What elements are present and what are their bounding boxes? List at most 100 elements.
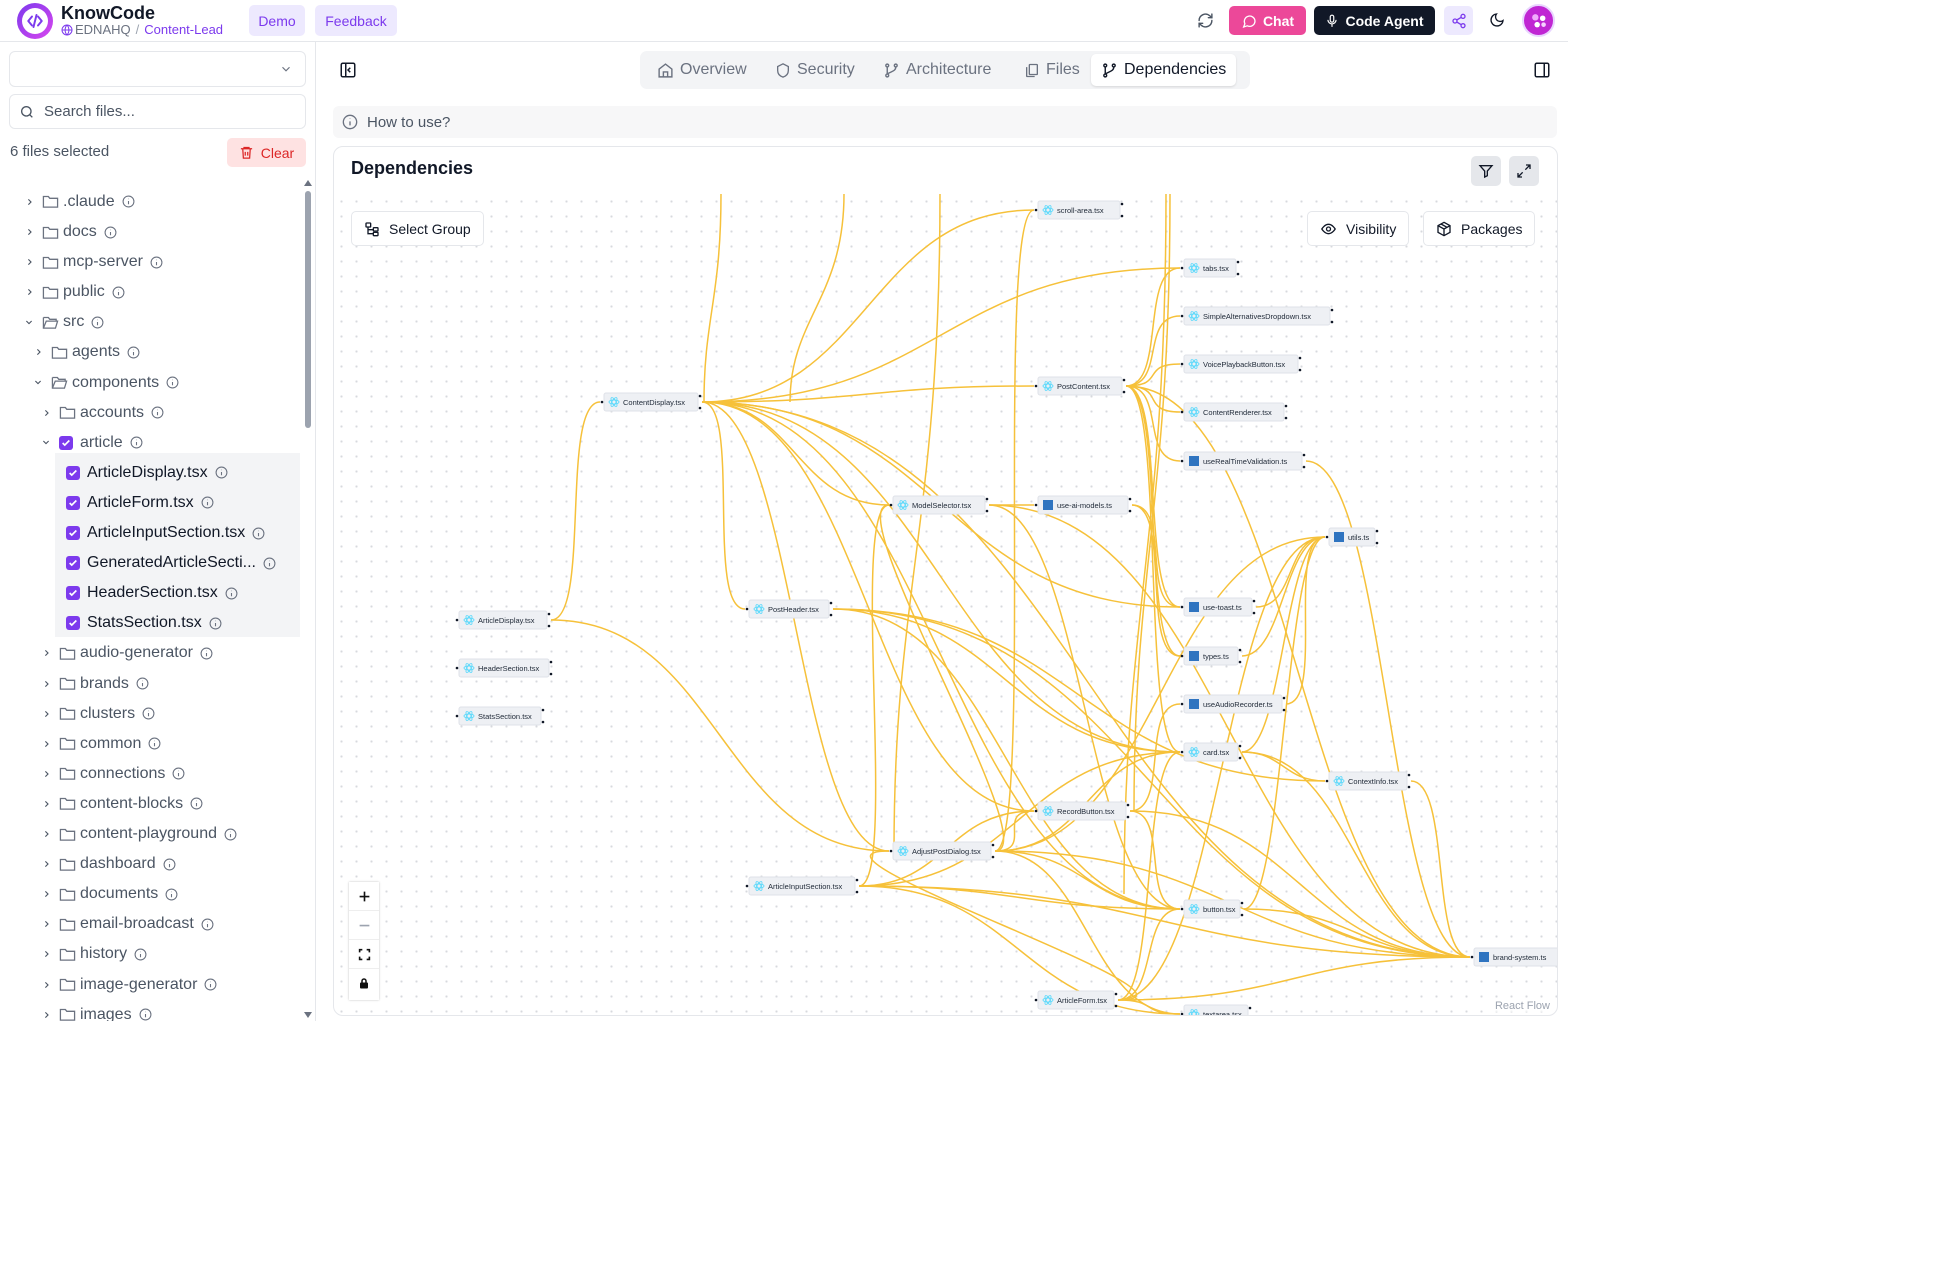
graph-node-card[interactable]: card.tsx <box>1180 742 1242 762</box>
graph-node-useaudiorec[interactable]: useAudioRecorder.ts <box>1180 694 1286 714</box>
node-handle[interactable] <box>1180 654 1184 658</box>
user-avatar[interactable] <box>1522 4 1555 37</box>
file-item-articledisplay-tsx[interactable]: ArticleDisplay.tsx <box>66 460 228 486</box>
chevron-right-icon[interactable] <box>39 949 53 959</box>
info-icon[interactable] <box>204 978 217 991</box>
folder-item-audio-generator[interactable]: audio-generator <box>39 640 213 666</box>
visibility-button[interactable]: Visibility <box>1307 211 1410 246</box>
node-handle[interactable] <box>1180 314 1184 318</box>
node-handle[interactable] <box>1034 809 1038 813</box>
node-handle[interactable] <box>889 849 893 853</box>
info-icon[interactable] <box>209 617 222 630</box>
node-handle[interactable] <box>1240 901 1244 905</box>
edge-articleinput-to-textarea[interactable] <box>858 885 1181 1015</box>
node-handle[interactable] <box>1302 465 1306 469</box>
edge-postcontent-to-userealtime[interactable] <box>1125 385 1181 462</box>
node-handle[interactable] <box>829 601 833 605</box>
chevron-right-icon[interactable] <box>39 769 53 779</box>
packages-button[interactable]: Packages <box>1423 211 1536 246</box>
folder-item-image-generator[interactable]: image-generator <box>39 972 217 998</box>
info-icon[interactable] <box>127 346 140 359</box>
breadcrumb-project[interactable]: Content-Lead <box>144 22 224 37</box>
graph-node-headersection[interactable]: HeaderSection.tsx <box>455 658 553 678</box>
edge-postheader-to-contextinfo[interactable] <box>832 608 1326 782</box>
edge-postcontent-to-voicepb[interactable] <box>1125 363 1181 387</box>
info-icon[interactable] <box>224 828 237 841</box>
node-handle[interactable] <box>1252 599 1256 603</box>
node-handle[interactable] <box>549 660 553 664</box>
info-icon[interactable] <box>151 406 164 419</box>
folder-item-documents[interactable]: documents <box>39 881 178 907</box>
edge-recordbutton-to-useaudiorec[interactable] <box>1129 703 1181 812</box>
folder-item-images[interactable]: images <box>39 1002 152 1021</box>
node-box[interactable] <box>1183 597 1253 617</box>
chevron-right-icon[interactable] <box>39 648 53 658</box>
node-box[interactable] <box>1183 354 1299 374</box>
graph-node-tabs[interactable]: tabs.tsx <box>1180 258 1240 278</box>
select-group-button[interactable]: Select Group <box>351 211 484 246</box>
node-handle[interactable] <box>1330 320 1334 324</box>
toggle-right-panel-button[interactable] <box>1533 61 1551 79</box>
info-icon[interactable] <box>142 707 155 720</box>
edge-articleinput-to-button[interactable] <box>858 885 1181 910</box>
checkbox-checked[interactable] <box>66 465 80 480</box>
graph-node-postcontent[interactable]: PostContent.tsx <box>1034 376 1126 396</box>
info-icon[interactable] <box>136 677 149 690</box>
edge-usetoast-to-utils[interactable] <box>1255 536 1326 608</box>
node-box[interactable] <box>1037 495 1129 515</box>
edge-articleinput-to-modelselector[interactable] <box>858 504 890 887</box>
edge-offscreen-0[interactable] <box>703 194 722 403</box>
node-handle[interactable] <box>1180 702 1184 706</box>
edge-articleform-to-utils[interactable] <box>1117 536 1326 1001</box>
file-item-generatedarticlesecti[interactable]: GeneratedArticleSecti... <box>66 550 276 576</box>
breadcrumb-org[interactable]: EDNAHQ <box>75 22 131 37</box>
chevron-right-icon[interactable] <box>39 709 53 719</box>
graph-node-scroll-area[interactable]: scroll-area.tsx <box>1034 200 1124 220</box>
node-handle[interactable] <box>1238 648 1242 652</box>
edge-recordbutton-to-button[interactable] <box>1129 810 1181 910</box>
info-icon[interactable] <box>163 858 176 871</box>
edge-adjustpost-to-scroll-area[interactable] <box>994 209 1035 852</box>
node-handle[interactable] <box>1126 815 1130 819</box>
edge-adjustpost-to-recordbutton[interactable] <box>994 810 1035 852</box>
demo-button[interactable]: Demo <box>249 5 305 36</box>
info-icon[interactable] <box>200 647 213 660</box>
search-files-input[interactable] <box>44 103 284 120</box>
node-box[interactable] <box>1183 694 1283 714</box>
node-box[interactable] <box>1183 402 1285 422</box>
chevron-right-icon[interactable] <box>22 257 36 267</box>
edge-offscreen-3[interactable] <box>1133 194 1171 812</box>
checkbox-checked[interactable] <box>66 556 80 571</box>
share-button[interactable] <box>1444 6 1473 35</box>
folder-item-clusters[interactable]: clusters <box>39 701 155 727</box>
filter-button[interactable] <box>1471 156 1501 186</box>
chevron-right-icon[interactable] <box>39 889 53 899</box>
folder-item-claude[interactable]: .claude <box>22 189 135 215</box>
edge-offscreen-4[interactable] <box>1123 194 1167 895</box>
graph-node-statssection[interactable]: StatsSection.tsx <box>455 706 545 726</box>
edge-useaimodels-to-usetoast[interactable] <box>1131 504 1181 608</box>
node-handle[interactable] <box>1126 803 1130 807</box>
node-handle[interactable] <box>698 406 702 410</box>
edge-postcontent-to-tabs[interactable] <box>1125 267 1181 387</box>
node-handle[interactable] <box>855 890 859 894</box>
graph-node-simplealt[interactable]: SimpleAlternativesDropdown.tsx <box>1180 306 1334 326</box>
node-handle[interactable] <box>1407 773 1411 777</box>
folder-item-content-blocks[interactable]: content-blocks <box>39 791 203 817</box>
graph-node-contentdisplay[interactable]: ContentDisplay.tsx <box>600 392 702 412</box>
node-handle[interactable] <box>1236 260 1240 264</box>
folder-item-src[interactable]: src <box>22 309 104 335</box>
chevron-down-icon[interactable] <box>22 318 36 327</box>
info-icon[interactable] <box>166 376 179 389</box>
folder-item-connections[interactable]: connections <box>39 761 185 787</box>
node-box[interactable] <box>1183 451 1303 471</box>
node-handle[interactable] <box>1238 660 1242 664</box>
node-box[interactable] <box>892 495 986 515</box>
node-handle[interactable] <box>1180 266 1184 270</box>
chat-button[interactable]: Chat <box>1229 6 1306 35</box>
checkbox-checked[interactable] <box>66 495 80 510</box>
node-handle[interactable] <box>745 884 749 888</box>
edge-contentdisplay-to-brandsystem[interactable] <box>701 401 1471 958</box>
dependency-graph[interactable]: scroll-area.tsx tabs.tsxSimpleAlternative… <box>334 194 1557 1016</box>
node-box[interactable] <box>1183 1004 1249 1016</box>
